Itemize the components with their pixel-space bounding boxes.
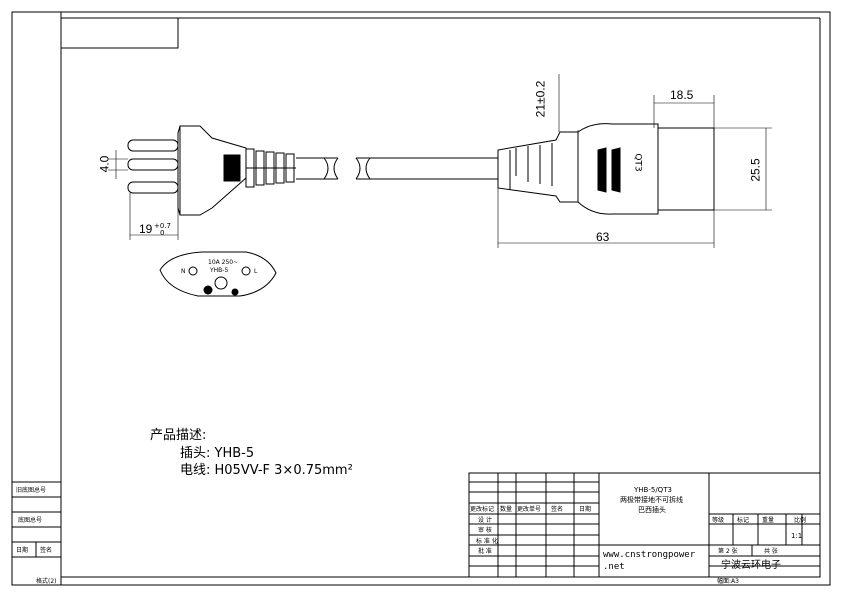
role-standard: 标 准 化 — [476, 538, 498, 545]
role-review: 审 核 — [478, 527, 492, 534]
dim-connector-width: 18.5 — [670, 88, 694, 102]
description-cable: 电线: H05VV-F 3×0.75mm² — [180, 463, 353, 478]
website-line-2: .net — [603, 562, 625, 572]
plug-face-neutral: N — [181, 268, 186, 275]
plug-side-view — [127, 125, 498, 216]
grade-header-mark: 标记 — [737, 517, 750, 524]
company-name: 宁波云环电子 — [721, 560, 781, 571]
dim-connector-height: 21±0.2 — [533, 80, 548, 118]
grade-header-level: 等级 — [712, 517, 725, 524]
side-old-drawing-no: 旧底图总号 — [16, 487, 47, 494]
website-line-1: www.cnstrongpower — [603, 550, 696, 560]
side-sign: 签名 — [40, 547, 53, 554]
plug-dimensions — [108, 150, 179, 240]
rev-header-mark: 更改标记 — [470, 506, 495, 513]
sheet-total: 共 张 — [764, 548, 778, 555]
rev-header-order: 更改单号 — [517, 506, 542, 513]
grade-header-scale: 比例 — [794, 517, 807, 524]
description-plug: 插头: YHB-5 — [180, 446, 255, 461]
plug-face-model: YHB-5 — [210, 267, 229, 274]
dim-total-length: 63 — [596, 230, 610, 244]
dim-pin-diameter: 4.0 — [97, 155, 112, 173]
side-format: 格式(2) — [36, 578, 57, 585]
dim-connector-side: 25.5 — [748, 158, 763, 182]
rev-header-qty: 数量 — [500, 506, 513, 513]
title-type: 巴西插头 — [638, 506, 666, 514]
side-base-drawing-no: 底图总号 — [18, 517, 43, 524]
format-label: 幅面:A3 — [717, 578, 739, 585]
rev-header-sign: 签名 — [551, 506, 564, 513]
role-design: 设 计 — [478, 517, 492, 524]
sheet-number: 第 2 张 — [718, 548, 738, 555]
plug-face-live: L — [254, 268, 258, 275]
title-model: YHB-5/QT3 — [634, 486, 672, 494]
dim-pin-tol-minus: 0 — [160, 229, 165, 237]
dim-pin-length: 19 — [139, 222, 153, 236]
plug-face-view — [159, 251, 277, 297]
role-approve: 批 准 — [478, 548, 492, 555]
title-description: 两极带接地不可拆线 — [620, 496, 683, 504]
scale-value: 1:1 — [791, 532, 803, 540]
rev-header-date: 日期 — [579, 506, 592, 513]
plug-face-rating: 10A 250~ — [208, 259, 239, 266]
connector-model-mark: QT3 — [632, 153, 643, 172]
connector-dimensions — [497, 74, 772, 248]
description-heading: 产品描述: — [150, 428, 207, 443]
side-date: 日期 — [16, 547, 29, 554]
connector-side-view — [497, 123, 715, 215]
dim-pin-tol-plus: +0.7 — [154, 222, 171, 230]
grade-header-weight: 重量 — [762, 517, 775, 524]
